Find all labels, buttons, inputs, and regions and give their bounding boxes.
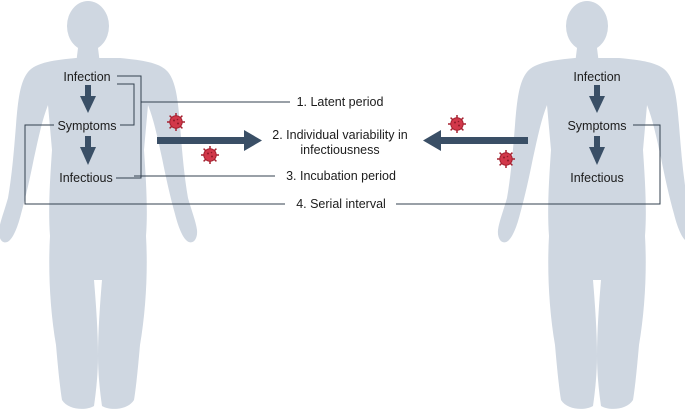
incubation-period-label: 3. Incubation period [286, 169, 396, 183]
latent-period-label: 1. Latent period [297, 95, 384, 109]
virus-icon-4 [496, 149, 516, 169]
right-person-silhouette-icon [497, 1, 685, 409]
right-transmission-arrow-icon [423, 130, 528, 151]
left-down-arrow-icon-1 [80, 85, 96, 113]
virus-icon-3 [447, 114, 467, 134]
serial-interval-bracket [24, 124, 661, 205]
variability-label-line2: infectiousness [300, 143, 379, 157]
serial-interval-label: 4. Serial interval [296, 197, 386, 211]
latent-period-bracket [116, 75, 290, 179]
transmission-arrows [157, 130, 528, 151]
right-down-arrow-icon-1 [589, 85, 605, 113]
right-down-arrow-icon-2 [589, 136, 605, 165]
left-stage-infection: Infection [63, 70, 110, 84]
left-stage-arrows [80, 85, 96, 165]
virus-icon-1 [166, 112, 186, 132]
left-person-silhouette-icon [0, 1, 198, 409]
left-transmission-arrow-icon [157, 130, 262, 151]
right-stage-infection: Infection [573, 70, 620, 84]
incubation-period-bracket [117, 83, 275, 177]
right-stage-symptoms: Symptoms [567, 119, 626, 133]
variability-label-line1: 2. Individual variability in [272, 128, 408, 142]
left-stage-symptoms: Symptoms [57, 119, 116, 133]
left-down-arrow-icon-2 [80, 136, 96, 165]
right-stage-arrows [589, 85, 605, 165]
virus-icon-2 [200, 145, 220, 165]
right-stage-infectious: Infectious [570, 171, 624, 185]
left-stage-infectious: Infectious [59, 171, 113, 185]
